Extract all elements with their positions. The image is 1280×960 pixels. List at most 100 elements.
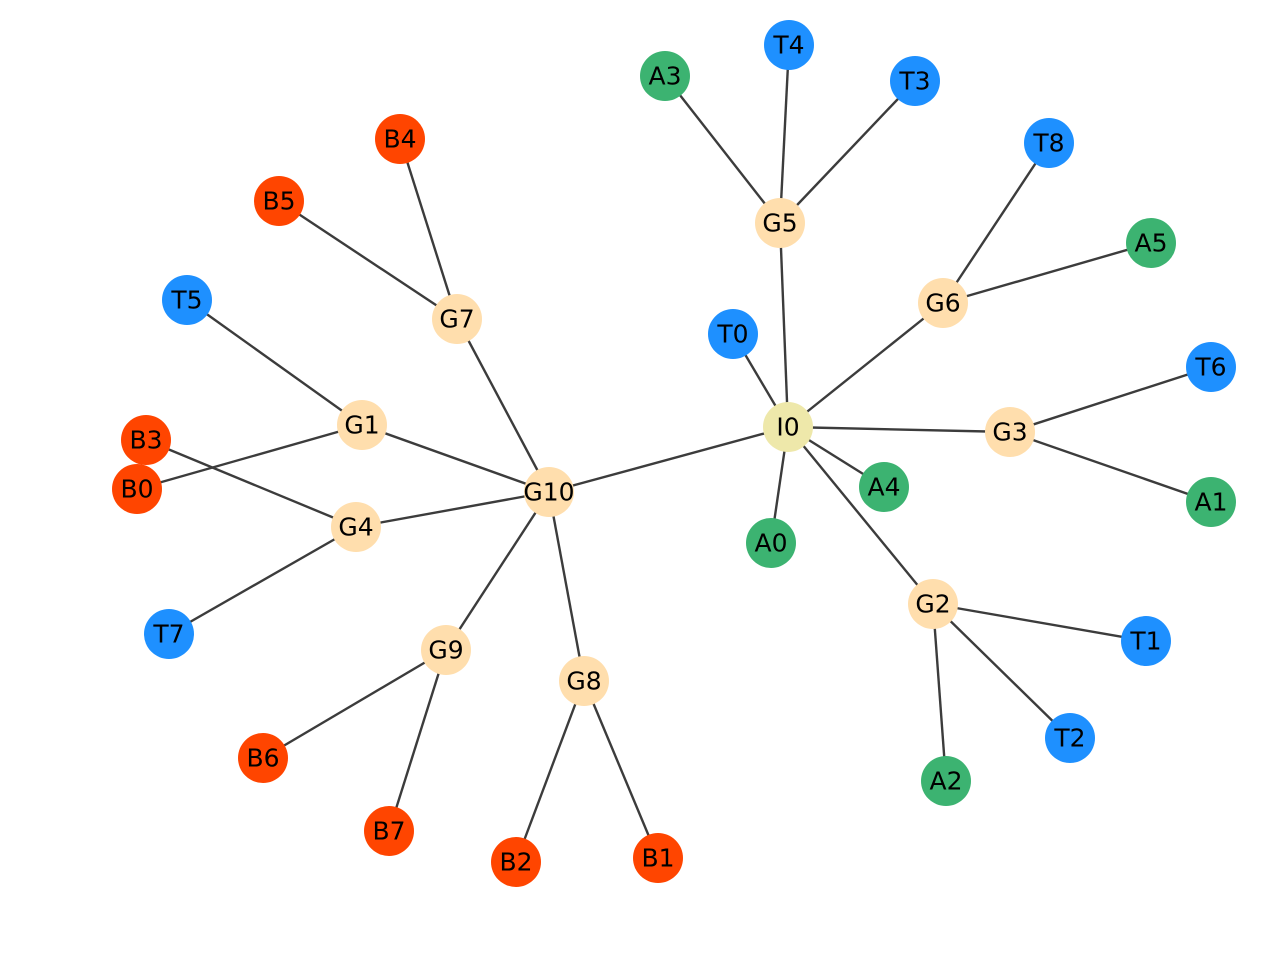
node-circle-b5 [254,176,304,226]
node-label-g4: G4 [338,513,373,542]
node-g1: G1 [337,400,387,450]
node-circle-t1 [1121,616,1171,666]
node-label-t5: T5 [170,286,202,315]
node-label-t3: T3 [898,67,930,96]
node-g3: G3 [985,407,1035,457]
node-g4: G4 [331,502,381,552]
edge-g10-g4 [355,490,550,529]
node-label-g10: G10 [523,478,574,507]
node-circle-g6 [918,278,968,328]
node-b4: B4 [375,114,425,164]
node-label-b0: B0 [120,475,153,504]
node-i0: I0 [763,402,813,452]
node-circle-b4 [375,114,425,164]
node-t5: T5 [162,275,212,325]
node-circle-t0 [708,309,758,359]
node-circle-b3 [121,415,171,465]
node-label-i0: I0 [776,413,799,442]
node-circle-g7 [432,294,482,344]
node-label-g8: G8 [566,667,601,696]
node-t6: T6 [1186,342,1236,392]
edge-i0-g6 [787,302,944,428]
node-label-b2: B2 [499,848,532,877]
node-circle-t6 [1186,342,1236,392]
node-circle-t7 [144,609,194,659]
node-label-g1: G1 [344,411,379,440]
edge-g9-b6 [262,648,447,760]
edge-g1-b0 [136,423,363,491]
node-circle-b6 [238,733,288,783]
edge-g2-t1 [932,602,1147,643]
node-a1: A1 [1186,477,1236,527]
node-circle-g3 [985,407,1035,457]
edge-g7-b5 [278,199,458,321]
node-label-b7: B7 [372,817,405,846]
node-t7: T7 [144,609,194,659]
node-label-g9: G9 [428,636,463,665]
edge-g10-g1 [361,423,550,494]
node-circle-a3 [640,51,690,101]
node-t8: T8 [1024,118,1074,168]
edge-g6-a5 [942,241,1152,305]
edge-g8-b2 [514,680,586,863]
node-label-t8: T8 [1032,129,1064,158]
node-label-t4: T4 [772,31,804,60]
node-b6: B6 [238,733,288,783]
node-label-g5: G5 [762,209,797,238]
node-a3: A3 [640,51,690,101]
node-label-b6: B6 [246,744,279,773]
node-g7: G7 [432,294,482,344]
node-label-a0: A0 [754,529,787,558]
node-circle-a2 [921,756,971,806]
node-label-b1: B1 [641,844,674,873]
node-circle-t5 [162,275,212,325]
edge-g10-g8 [547,491,586,682]
node-circle-g10 [524,467,574,517]
node-t3: T3 [890,56,940,106]
edge-g7-b4 [398,138,459,320]
node-circle-g4 [331,502,381,552]
node-circle-b7 [364,806,414,856]
edge-g10-g9 [444,491,551,651]
node-circle-t2 [1045,713,1095,763]
node-label-a4: A4 [867,473,900,502]
node-label-g6: G6 [925,289,960,318]
node-circle-b0 [112,464,162,514]
node-b2: B2 [491,837,541,887]
edge-i0-g3 [787,425,1011,434]
node-circle-i0 [763,402,813,452]
node-g8: G8 [559,656,609,706]
edge-i0-g2 [787,426,934,605]
node-label-g3: G3 [992,418,1027,447]
node-circle-b2 [491,837,541,887]
node-circle-t3 [890,56,940,106]
edge-g4-t7 [168,525,357,636]
node-label-t2: T2 [1053,724,1085,753]
node-a2: A2 [921,756,971,806]
node-label-b3: B3 [129,426,162,455]
node-label-a2: A2 [929,767,962,796]
node-g2: G2 [908,579,958,629]
node-b5: B5 [254,176,304,226]
node-label-t6: T6 [1194,353,1226,382]
node-circle-g2 [908,579,958,629]
node-b0: B0 [112,464,162,514]
edge-g2-a2 [931,603,948,782]
node-circle-t8 [1024,118,1074,168]
node-label-t7: T7 [152,620,184,649]
node-t1: T1 [1121,616,1171,666]
node-b7: B7 [364,806,414,856]
node-label-t1: T1 [1129,627,1161,656]
node-label-t0: T0 [716,320,748,349]
edge-g6-t8 [941,142,1051,304]
edge-g9-b7 [387,649,448,832]
node-label-a1: A1 [1194,488,1227,517]
node-circle-g9 [421,625,471,675]
node-g5: G5 [755,198,805,248]
edge-g1-t5 [186,299,363,426]
node-label-g7: G7 [439,305,474,334]
node-circle-a4 [859,462,909,512]
edge-i0-g10 [548,425,789,494]
node-b3: B3 [121,415,171,465]
